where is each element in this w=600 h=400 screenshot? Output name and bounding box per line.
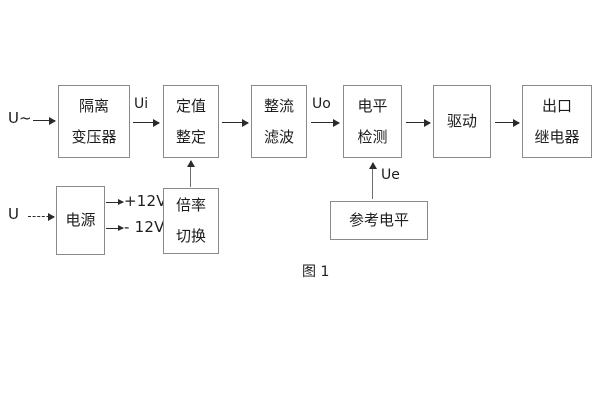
block-level-detect-line1: 电平 (357, 96, 388, 115)
block-isolation-transformer: 隔离 变压器 (58, 85, 130, 158)
arrow-multiplier-to-setting (186, 160, 195, 187)
arrow-isolation-to-setting (133, 118, 160, 127)
block-power-supply-line1: 电源 (65, 211, 96, 229)
block-reference-level-line1: 参考电平 (348, 211, 409, 229)
arrow-rectify-to-level (311, 118, 340, 127)
arrow-input-to-power-supply (28, 213, 55, 221)
signal-uo-label: Uo (312, 96, 331, 112)
arrow-driver-to-relay (495, 118, 520, 127)
arrow-input-to-isolation (33, 116, 56, 125)
block-setting-value: 定值 整定 (163, 85, 219, 158)
input-ac-label: U~ (8, 109, 32, 127)
block-isolation-transformer-line1: 隔离 (78, 96, 109, 115)
block-power-supply: 电源 (56, 186, 105, 255)
input-dc-label: U (8, 205, 19, 223)
block-setting-value-line1: 定值 (175, 96, 206, 115)
arrow-level-to-driver (406, 118, 431, 127)
block-rectify-filter-line1: 整流 (263, 96, 294, 115)
block-rectify-filter-line2: 滤波 (263, 127, 294, 146)
arrow-power-plus12v (106, 199, 124, 205)
signal-ue-label: Ue (381, 167, 400, 183)
block-rectify-filter: 整流 滤波 (251, 85, 307, 158)
arrow-setting-to-rectify (222, 118, 249, 127)
block-multiplier-switch: 倍率 切换 (163, 188, 219, 254)
block-level-detect-line2: 检测 (357, 127, 388, 146)
block-level-detect: 电平 检测 (343, 85, 402, 158)
block-output-relay-line1: 出口 (541, 96, 572, 115)
block-reference-level: 参考电平 (330, 201, 428, 240)
block-output-relay: 出口 继电器 (522, 85, 592, 158)
arrow-power-minus12v (106, 225, 124, 231)
block-driver-line1: 驱动 (446, 112, 477, 130)
label-minus-12v: - 12V (124, 218, 165, 236)
figure-caption: 图 1 (302, 264, 330, 280)
block-driver: 驱动 (433, 85, 491, 158)
block-multiplier-switch-line1: 倍率 (175, 196, 206, 214)
block-isolation-transformer-line2: 变压器 (71, 127, 117, 146)
block-multiplier-switch-line2: 切换 (175, 227, 206, 245)
arrow-reference-to-level (368, 162, 377, 199)
signal-ui-label: Ui (134, 96, 149, 112)
label-plus-12v: +12V (124, 192, 167, 210)
block-setting-value-line2: 整定 (175, 127, 206, 146)
block-output-relay-line2: 继电器 (534, 127, 580, 146)
